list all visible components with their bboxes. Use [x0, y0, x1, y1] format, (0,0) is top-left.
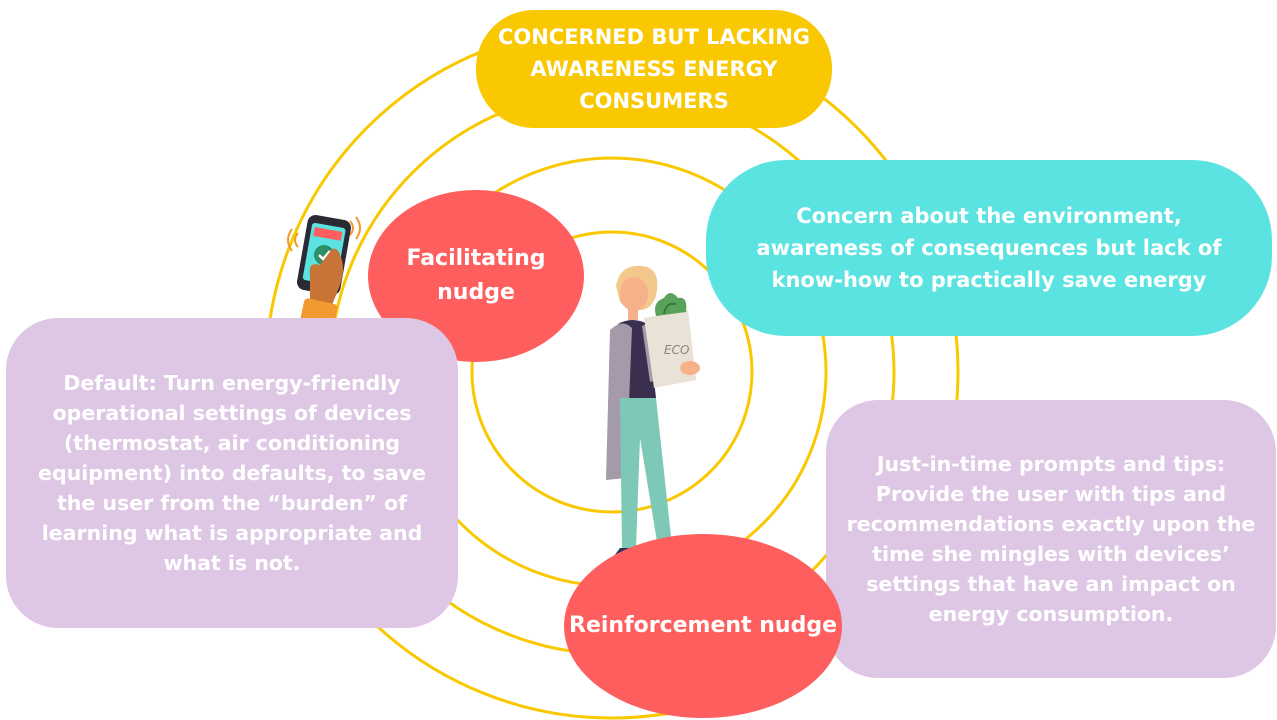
just-in-time-nudge-text: Just-in-time prompts and tips: Provide t… [846, 452, 1256, 626]
default-nudge-box: Default: Turn energy-friendly operationa… [6, 318, 458, 628]
concern-description-box: Concern about the environment, awareness… [706, 160, 1272, 336]
smartphone-hand-icon [287, 215, 361, 328]
concern-description-text: Concern about the environment, awareness… [756, 204, 1222, 292]
consumer-segment-title-text: CONCERNED BUT LACKING AWARENESS ENERGY C… [497, 25, 811, 113]
facilitating-nudge-label: Facilitating nudge [406, 246, 546, 305]
just-in-time-nudge-box: Just-in-time prompts and tips: Provide t… [826, 400, 1276, 678]
eco-bag-label: ECO [664, 343, 689, 357]
woman-with-eco-bag-illustration: ECO [606, 265, 700, 556]
reinforcement-nudge-label: Reinforcement nudge [569, 613, 837, 638]
reinforcement-nudge-bubble: Reinforcement nudge [564, 534, 842, 718]
default-nudge-text: Default: Turn energy-friendly operationa… [38, 371, 426, 575]
consumer-segment-title: CONCERNED BUT LACKING AWARENESS ENERGY C… [476, 10, 832, 128]
inner-ring [470, 230, 754, 514]
